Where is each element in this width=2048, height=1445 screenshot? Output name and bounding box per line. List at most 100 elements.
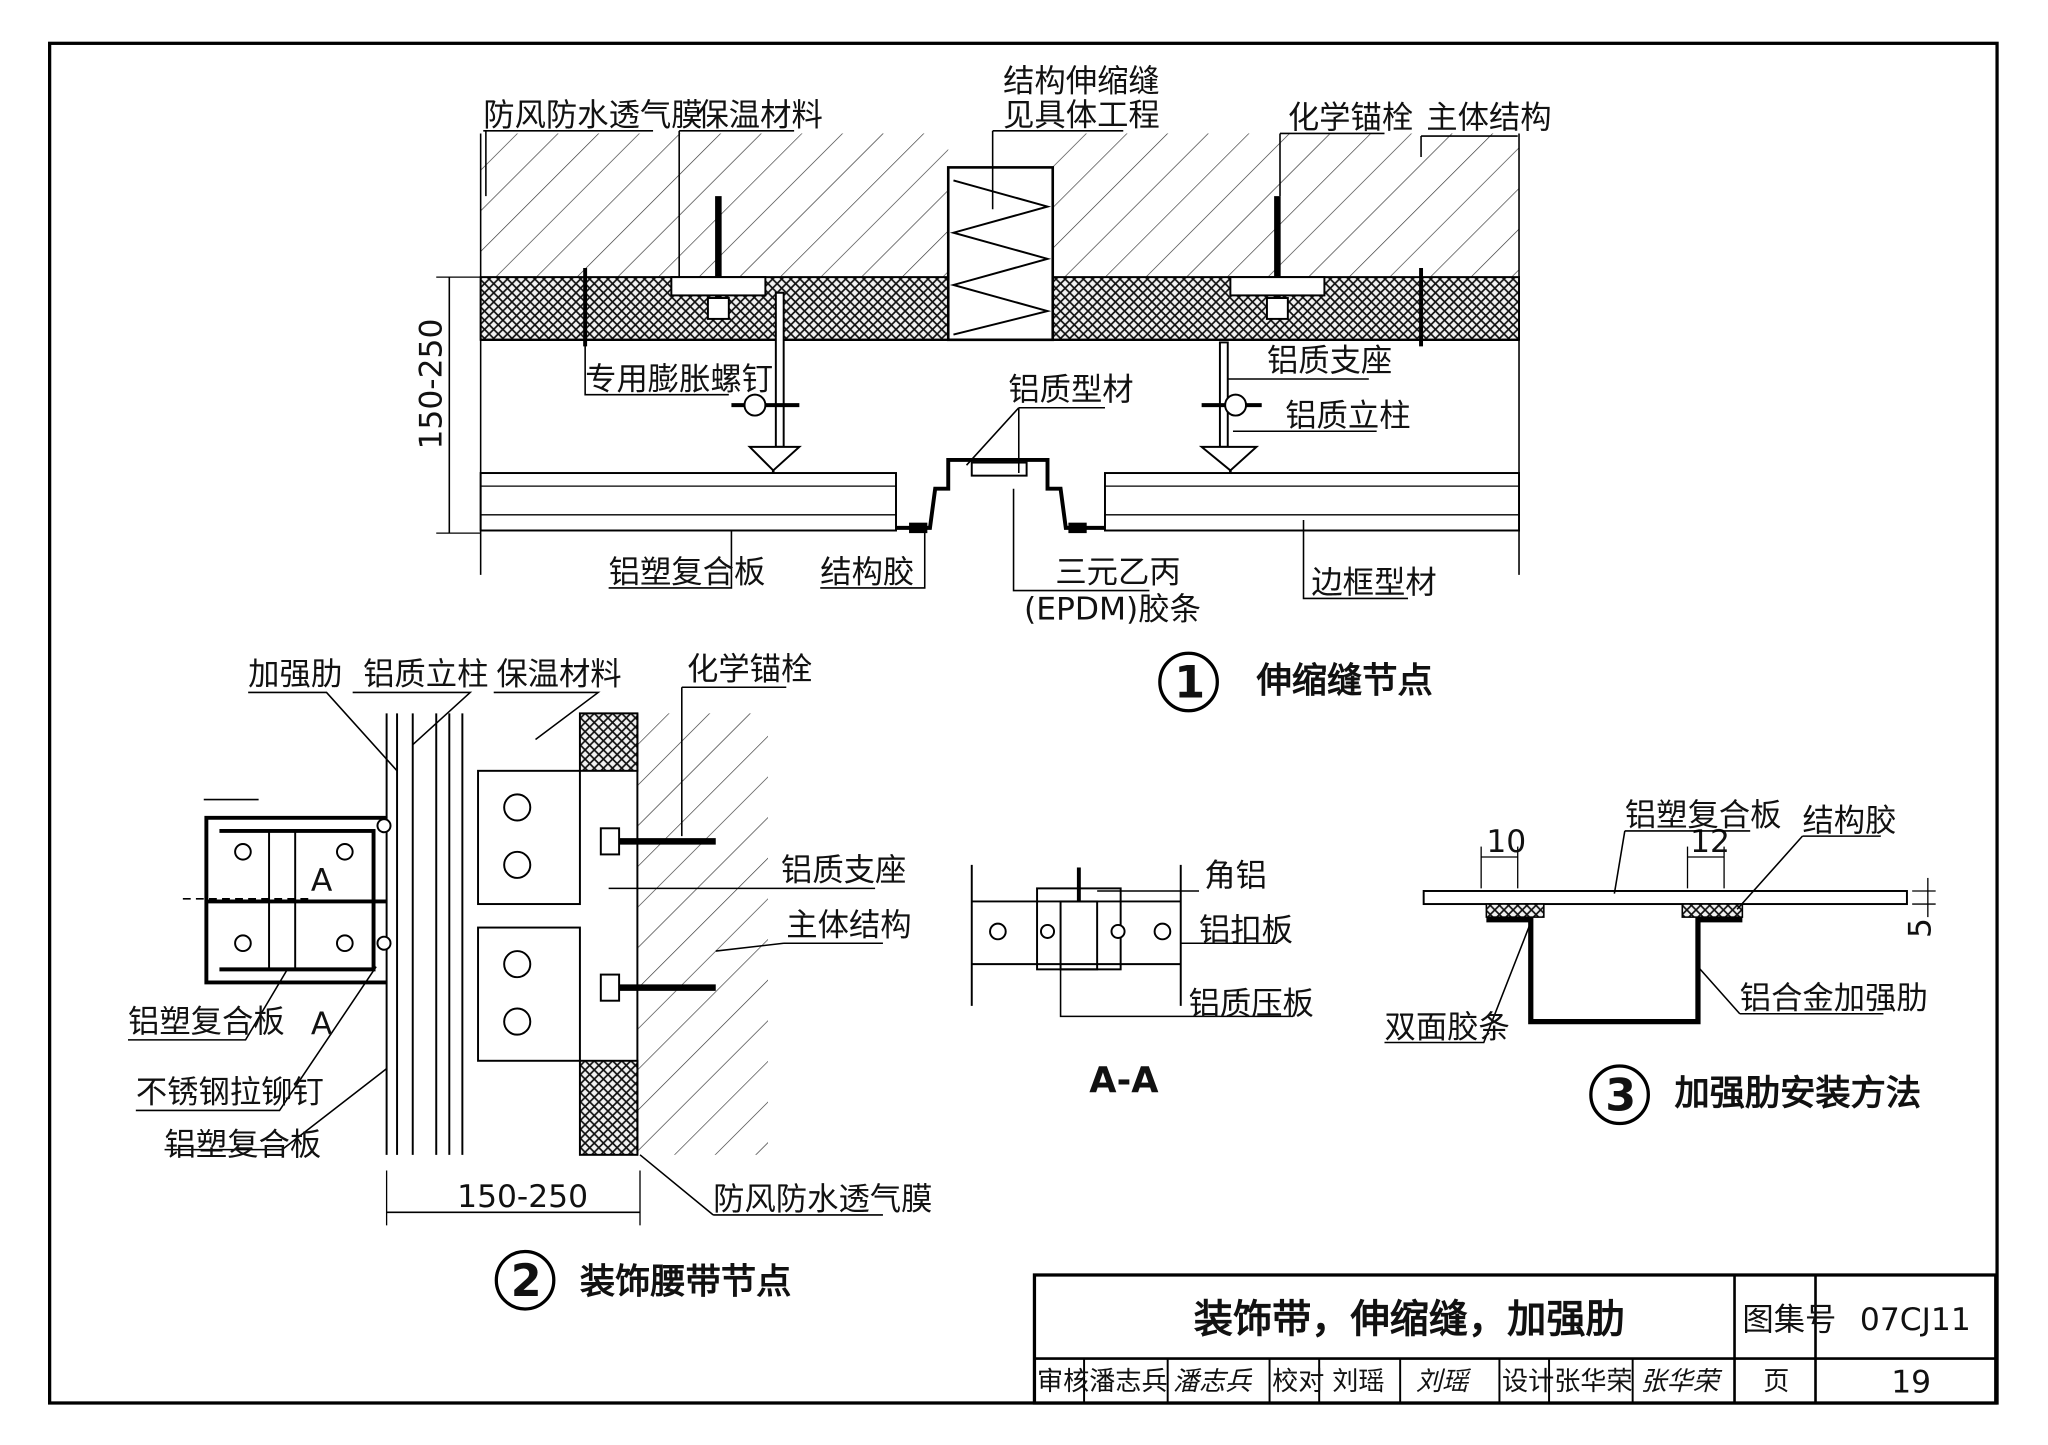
al-support-right [1198,341,1262,492]
title-block: 装饰带，伸缩缝，加强肋 图集号 07CJ11 审核 潘志兵 潘志兵 校对 刘瑶 … [1032,1273,1998,1405]
label-joint-2: 见具体工程 [1003,98,1160,134]
mullion-2 [385,713,464,1155]
chemical-anchor-left [670,196,767,320]
detail2-number-circle [494,1249,556,1311]
al-support-2-top [477,769,581,906]
detail1-dim: 150-250 [413,319,449,450]
acp-3 [1422,890,1908,906]
tb-page-no: 19 [1891,1365,1931,1401]
section-mark-a-top: A [311,863,333,899]
detail1-number-circle [1158,651,1219,713]
rib-3 [1486,917,1743,1025]
decorative-band-box [204,815,387,985]
tb-reviewer-sig: 潘志兵 [1173,1367,1253,1397]
tb-designer: 张华荣 [1554,1367,1632,1397]
acp-panel-right [1104,472,1520,532]
wall-hatch-left [480,133,949,278]
label-struct-glue-3: 结构胶 [1802,803,1896,839]
label-main-structure-1: 主体结构 [1426,100,1551,136]
wall-hatch-2 [637,713,768,1155]
label-struct-glue-1: 结构胶 [820,555,914,591]
tb-review-label: 审核 [1037,1367,1089,1397]
wall-hatch-right [1052,133,1520,278]
acp-panel-left [479,472,897,532]
tape-3-right [1681,903,1744,918]
detail2-number: 2 [511,1256,542,1307]
label-acp-1: 铝塑复合板 [609,555,766,591]
detail2-dim: 150-250 [457,1179,588,1215]
section-a-a: 角铝 铝扣板 铝质压板 A-A [970,858,1314,1101]
label-rib-2: 加强肋 [248,657,342,693]
detail-2-decorative-band: 150-250 加强肋 铝质立柱 保温材料 化学锚栓 铝质支座 主体结构 铝塑复… [127,651,932,1311]
aa-screws [989,922,1172,941]
label-angle-al: 角铝 [1204,858,1267,894]
bolts-2 [503,793,532,1036]
detail3-number: 3 [1605,1070,1636,1121]
label-al-profile: 铝质型材 [1008,372,1133,408]
label-mullion-2: 铝质立柱 [363,657,488,693]
detail2-title: 装饰腰带节点 [580,1261,792,1302]
tb-checker-sig: 刘瑶 [1416,1367,1472,1397]
tb-page-label: 页 [1763,1367,1789,1397]
dim-3-thick: 5 [1902,918,1938,938]
label-al-clip: 铝扣板 [1199,913,1293,949]
rivets-2 [234,818,392,953]
label-main-structure-2: 主体结构 [786,907,911,943]
label-al-plate: 铝质压板 [1189,986,1314,1022]
joint-filler-zigzag [949,179,1052,336]
label-chem-anchor-2: 化学锚栓 [687,651,812,687]
joint-filler [946,166,1055,342]
al-support-2-bottom [477,926,581,1062]
detail1-number: 1 [1174,658,1205,709]
tb-design-label: 设计 [1502,1367,1554,1397]
label-membrane-1: 防风防水透气膜 [483,98,702,134]
label-epdm-1: 三元乙丙 [1055,555,1180,591]
sheet-frame [48,41,1999,1405]
insulation-2-top [578,712,639,772]
anchors-2 [599,827,716,1002]
label-edge-frame: 边框型材 [1311,565,1436,601]
dim-3-right: 12 [1690,824,1730,860]
detail-1-expansion-joint: 150-250 防风防水透气膜 保温材料 结构伸缩缝 见具体工程 化学锚栓 主体… [413,64,1552,713]
tb-reviewer: 潘志兵 [1089,1367,1167,1397]
detail-3-rib-install: 10 12 5 铝塑复合板 结构胶 双面胶条 铝合金加强肋 3 加强肋安装方法 [1384,798,1938,1126]
label-rib-3: 铝合金加强肋 [1740,981,1928,1017]
tb-checker: 刘瑶 [1332,1367,1384,1397]
label-al-support-2: 铝质支座 [781,853,906,889]
label-acp-2-lower: 铝塑复合板 [165,1127,322,1163]
label-al-support-1: 铝质支座 [1267,343,1392,379]
label-epdm-2: (EPDM)胶条 [1024,591,1201,627]
label-insulation-1: 保温材料 [697,98,822,134]
tape-3-left [1485,903,1545,918]
detail3-number-circle [1589,1064,1650,1126]
dim-3-left: 10 [1486,824,1526,860]
label-expansion-screw: 专用膨胀螺钉 [585,361,773,397]
leaders-3 [1384,830,1884,1044]
label-acp-2-upper: 铝塑复合板 [128,1004,285,1040]
leaders-aa [1059,890,1294,1018]
leaders-1 [483,130,1518,600]
al-profile-center [895,458,1105,530]
dims-3 [1480,846,1936,918]
detail1-title: 伸缩缝节点 [1255,660,1432,701]
tb-title: 装饰带，伸缩缝，加强肋 [1194,1297,1625,1342]
tb-atlas-label: 图集号 [1742,1302,1836,1338]
label-insulation-2: 保温材料 [496,657,621,693]
chemical-anchor-right [1229,196,1326,320]
label-rivet-2: 不锈钢拉铆钉 [136,1075,324,1111]
al-support-left [731,291,802,492]
label-tape-3: 双面胶条 [1384,1009,1509,1045]
section-mark-a-bottom: A [311,1007,333,1043]
label-al-mullion-1: 铝质立柱 [1285,398,1410,434]
label-acp-3: 铝塑复合板 [1625,798,1782,834]
insulation-2-bottom [578,1059,639,1156]
label-chem-anchor-1: 化学锚栓 [1288,100,1413,136]
label-membrane-2: 防风防水透气膜 [713,1182,932,1218]
tb-atlas-no: 07CJ11 [1860,1302,1971,1338]
leaders-2 [127,686,883,1216]
detail3-title: 加强肋安装方法 [1674,1073,1921,1114]
tb-check-label: 校对 [1272,1367,1324,1397]
section-aa-title: A-A [1089,1060,1159,1101]
label-joint-1: 结构伸缩缝 [1003,64,1160,100]
